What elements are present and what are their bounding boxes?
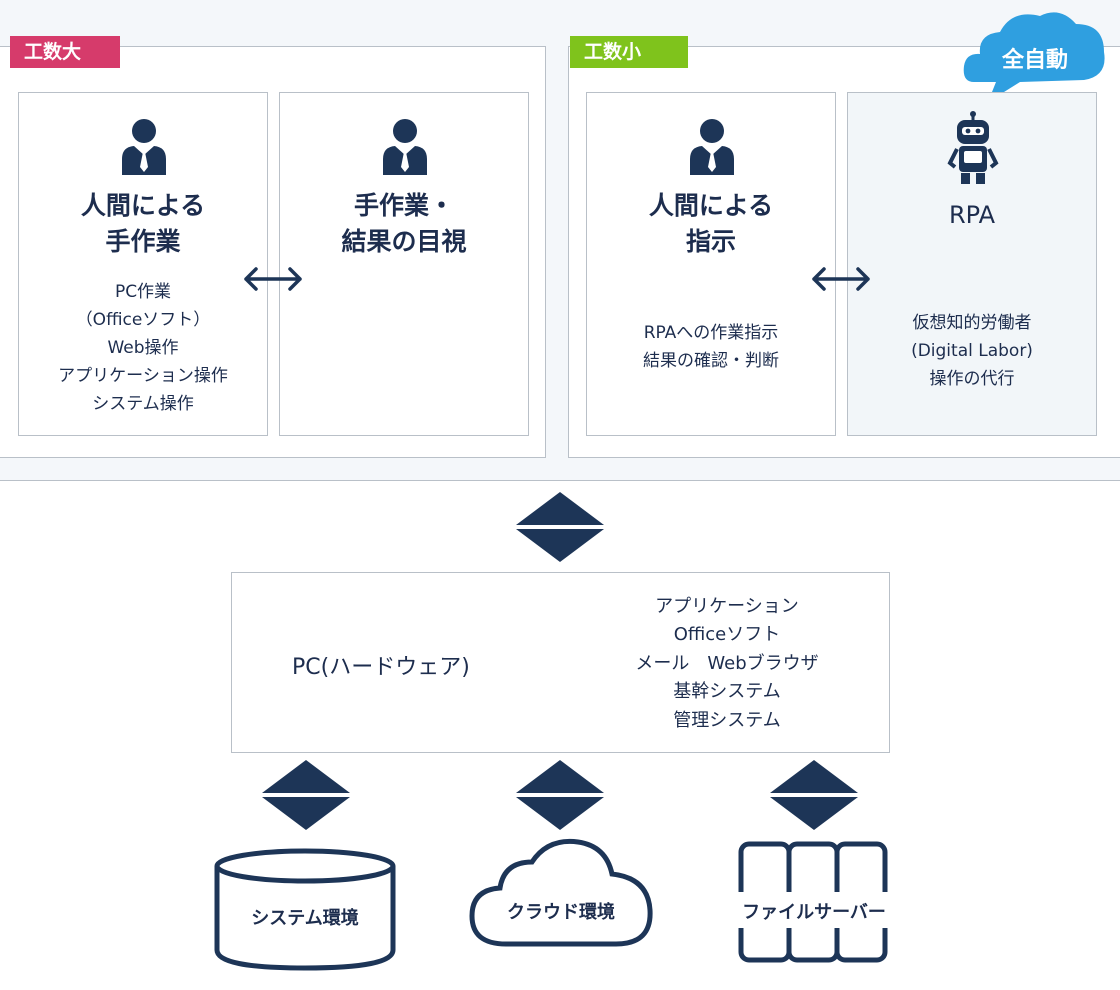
manual-work-line-1: PC作業	[114, 282, 172, 302]
app-line-4: 基幹システム	[673, 681, 781, 702]
diamond-arrow-icon	[770, 760, 858, 830]
diamond-arrow-icon	[516, 492, 604, 562]
app-line-5: 管理システム	[673, 710, 781, 731]
human-instruction-title-2: 指示	[685, 227, 736, 256]
database-icon	[214, 848, 396, 971]
file-server: ファイルサーバー	[716, 840, 912, 964]
double-arrow-icon	[812, 267, 870, 291]
manual-work-line-4: アプリケーション操作	[58, 366, 228, 386]
rpa-line-1: 仮想知的労働者	[912, 313, 1032, 333]
full-auto-cloud: 全自動	[960, 4, 1110, 104]
rpa-title: RPA	[948, 201, 996, 229]
visual-check-title-1: 手作業・	[353, 191, 454, 220]
rpa-line-2: (Digital Labor)	[911, 341, 1033, 361]
human-instruction-title-1: 人間による	[648, 191, 774, 220]
low-effort-tag: 工数小	[570, 36, 688, 68]
system-environment-label: システム環境	[251, 908, 359, 929]
manual-work-title-1: 人間による	[80, 191, 206, 220]
manual-work-line-3: Web操作	[107, 338, 179, 358]
manual-work-panel: 人間による 手作業 PC作業 （Officeソフト） Web操作 アプリケーショ…	[18, 92, 268, 436]
cloud-environment-label: クラウド環境	[507, 902, 615, 923]
human-instruction-panel: 人間による 指示 RPAへの作業指示 結果の確認・判断	[586, 92, 836, 436]
system-environment: システム環境	[212, 846, 398, 972]
cloud-icon	[469, 838, 653, 947]
diamond-arrow-icon	[516, 760, 604, 830]
manual-work-line-2: （Officeソフト）	[75, 310, 211, 330]
pc-hardware-box: PC(ハードウェア) アプリケーション Officeソフト メール Webブラウ…	[231, 572, 890, 753]
manual-work-title-2: 手作業	[105, 227, 181, 256]
high-effort-tag: 工数大	[10, 36, 120, 68]
app-line-3: メール Webブラウザ	[635, 653, 819, 674]
pc-hardware-title: PC(ハードウェア)	[292, 655, 470, 680]
double-arrow-icon	[244, 267, 302, 291]
robot-icon	[947, 111, 999, 184]
app-line-2: Officeソフト	[673, 624, 781, 645]
person-icon	[122, 119, 166, 175]
person-icon	[690, 119, 734, 175]
rpa-line-3: 操作の代行	[929, 369, 1015, 389]
visual-check-title-2: 結果の目視	[341, 227, 467, 256]
human-instruction-line-1: RPAへの作業指示	[643, 323, 779, 343]
file-server-label: ファイルサーバー	[742, 902, 886, 923]
diamond-arrow-icon	[262, 760, 350, 830]
cloud-environment: クラウド環境	[466, 832, 656, 952]
full-auto-label: 全自動	[1001, 48, 1068, 73]
person-icon	[383, 119, 427, 175]
server-icon	[716, 841, 912, 963]
visual-check-panel: 手作業・ 結果の目視	[279, 92, 529, 436]
rpa-panel: RPA 仮想知的労働者 (Digital Labor) 操作の代行	[847, 92, 1097, 436]
manual-work-line-5: システム操作	[92, 394, 194, 414]
cloud-icon	[963, 12, 1105, 102]
app-line-1: アプリケーション	[655, 596, 799, 617]
human-instruction-line-2: 結果の確認・判断	[643, 351, 779, 371]
